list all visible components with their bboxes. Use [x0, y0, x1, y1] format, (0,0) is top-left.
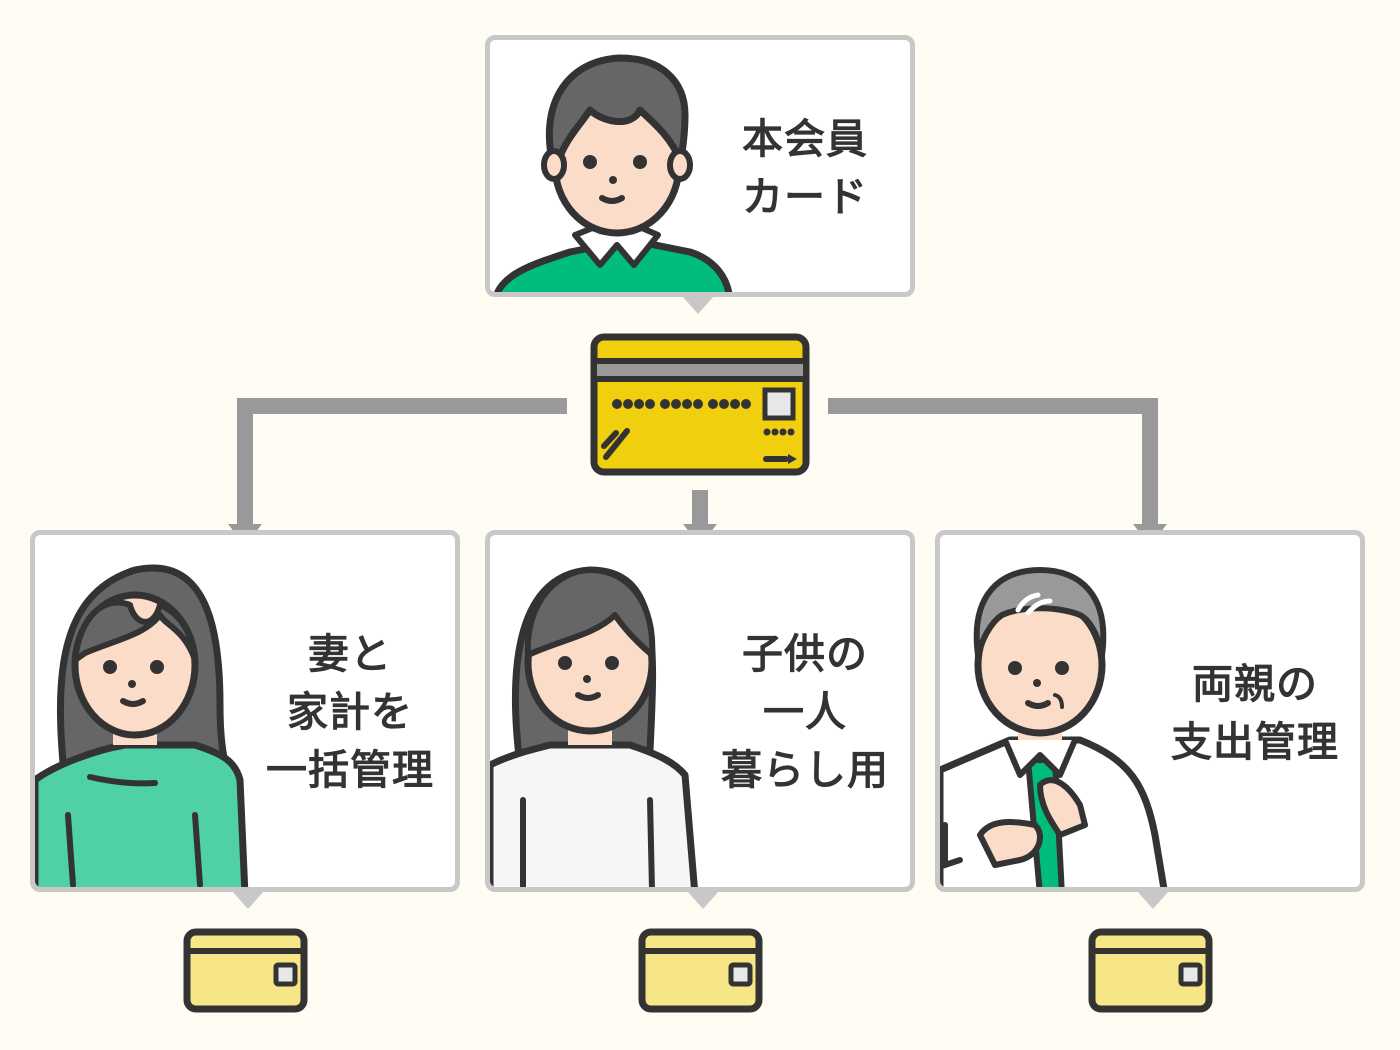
- family-card-child: [638, 928, 763, 1013]
- child-avatar-icon: [490, 566, 698, 887]
- parents-label: 両親の 支出管理: [1171, 660, 1339, 766]
- speech-tail: [687, 891, 719, 909]
- main-member-label: 本会員 カード: [742, 115, 868, 221]
- child-label: 子供の 一人 暮らし用: [721, 630, 889, 794]
- family-panel-child: 子供の 一人 暮らし用: [485, 530, 915, 909]
- woman-avatar-icon: [35, 564, 249, 887]
- elderly-man-avatar-icon: [940, 567, 1168, 887]
- speech-tail: [682, 296, 714, 314]
- family-card-icon: [1088, 928, 1213, 1013]
- connector-right-vertical: [1142, 398, 1158, 526]
- speech-tail: [232, 891, 264, 909]
- credit-card-icon: [590, 333, 810, 476]
- wife-label: 妻と 家計を 一括管理: [266, 630, 434, 794]
- family-panel-wife: 妻と 家計を 一括管理: [30, 530, 460, 909]
- connector-left-vertical: [237, 398, 253, 526]
- connector-center-vertical: [692, 490, 708, 526]
- family-card-icon: [638, 928, 763, 1013]
- family-panel-parents: 両親の 支出管理: [935, 530, 1365, 909]
- family-card-wife: [183, 928, 308, 1013]
- man-avatar-icon: [493, 54, 733, 292]
- main-credit-card: [590, 333, 810, 476]
- speech-tail: [1137, 891, 1169, 909]
- main-member-panel: 本会員 カード: [485, 35, 915, 314]
- family-card-icon: [183, 928, 308, 1013]
- connector-right-horizontal: [828, 398, 1158, 414]
- connector-left-horizontal: [237, 398, 567, 414]
- family-card-parents: [1088, 928, 1213, 1013]
